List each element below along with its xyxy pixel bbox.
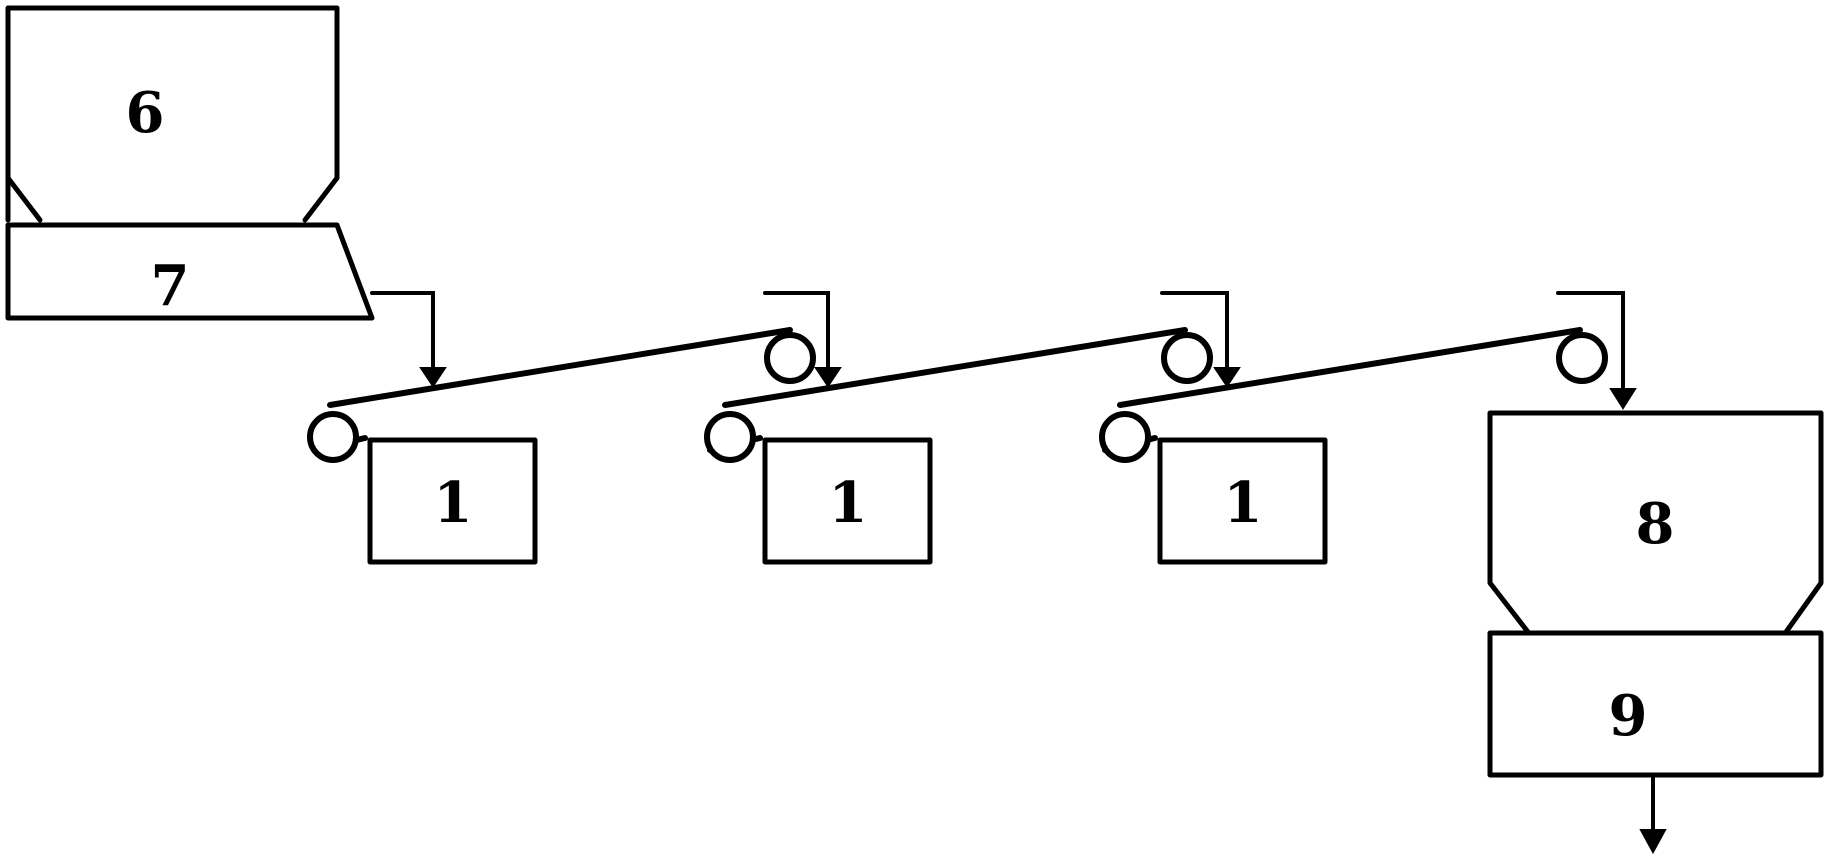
unit-1-a-label: 1 xyxy=(434,470,473,536)
feed-line-1-path xyxy=(370,291,435,374)
feed-line-1 xyxy=(370,291,447,388)
transfer-line-3-path xyxy=(1160,291,1229,374)
hopper-8-outline xyxy=(1487,410,1824,635)
output-line-arrow xyxy=(1639,829,1667,855)
unit-1-b-label: 1 xyxy=(829,470,868,536)
conveyor-1-belt-top xyxy=(327,327,793,408)
transfer-line-2-arrow xyxy=(814,367,842,388)
discharge-9-box xyxy=(1487,630,1824,778)
conveyor-2 xyxy=(704,327,1213,463)
hopper-6-label: 6 xyxy=(126,80,165,146)
conveyor-3-tail-roller xyxy=(1099,411,1151,463)
transfer-line-4-arrow xyxy=(1609,388,1637,410)
unit-1-c-box xyxy=(1157,437,1328,565)
hopper-8: 8 xyxy=(1487,410,1824,635)
conveyor-2-belt-top xyxy=(722,327,1188,408)
transfer-line-4 xyxy=(1556,291,1637,410)
feeder-7: 7 xyxy=(5,222,375,321)
unit-1-b-box xyxy=(762,437,933,565)
output-line xyxy=(1639,775,1667,855)
conveyor-3-head-roller xyxy=(1556,332,1608,384)
transfer-line-2 xyxy=(763,291,842,388)
transfer-line-2-path xyxy=(763,291,830,374)
feed-line-1-arrow xyxy=(419,367,447,388)
hopper-6-outline xyxy=(5,5,340,223)
conveyor-3-belt-top xyxy=(1117,327,1583,408)
feeder-7-label: 7 xyxy=(151,253,190,319)
transfer-line-4-path xyxy=(1556,291,1625,395)
discharge-9: 9 xyxy=(1487,630,1824,778)
unit-1-b: 1 xyxy=(762,437,933,565)
hopper-6-left-slope xyxy=(5,175,43,223)
discharge-9-label: 9 xyxy=(1609,683,1648,749)
conveyor-2-head-roller xyxy=(1161,332,1213,384)
unit-1-a: 1 xyxy=(367,437,538,565)
transfer-line-3 xyxy=(1160,291,1241,388)
transfer-line-3-arrow xyxy=(1213,367,1241,388)
conveyor-2-tail-roller xyxy=(704,411,756,463)
conveyor-1-tail-roller xyxy=(307,411,359,463)
conveyor-3 xyxy=(1099,327,1608,463)
conveyor-1-head-roller xyxy=(764,332,816,384)
unit-1-a-box xyxy=(367,437,538,565)
hopper-8-label: 8 xyxy=(1636,491,1675,557)
hopper-6: 6 xyxy=(5,5,340,223)
unit-1-c-label: 1 xyxy=(1224,470,1263,536)
unit-1-c: 1 xyxy=(1157,437,1328,565)
conveyor-1 xyxy=(307,327,816,463)
feeder-7-outline xyxy=(5,222,375,321)
